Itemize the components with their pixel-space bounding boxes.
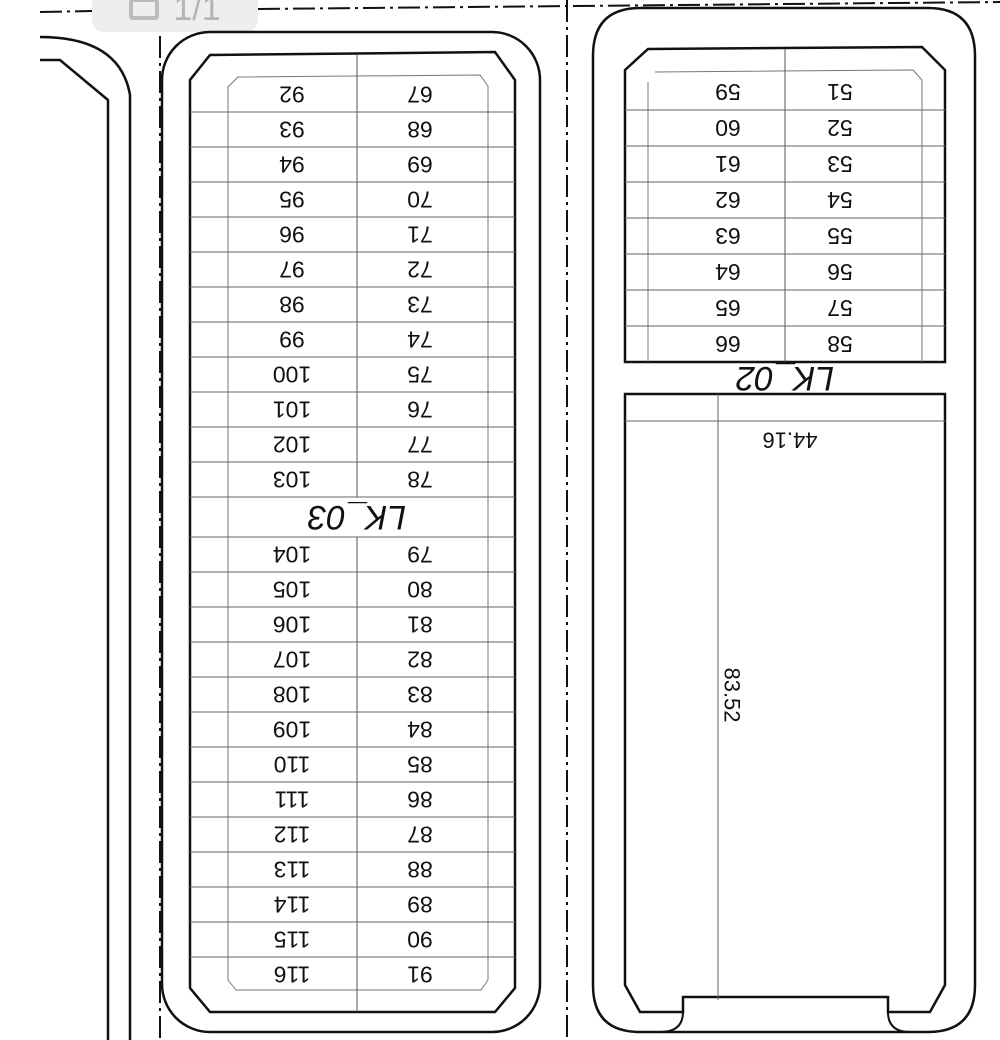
- lot-number: 108: [273, 682, 311, 708]
- block-label-lk03: LK_03: [308, 498, 406, 536]
- lot-number: 84: [407, 717, 433, 743]
- lot-number: 90: [407, 927, 433, 953]
- lot-number: 67: [407, 82, 433, 108]
- lot-number: 56: [827, 259, 853, 285]
- lot-number: 53: [827, 151, 853, 177]
- page-number: 1/1: [173, 0, 221, 28]
- lot-number: 110: [274, 752, 311, 778]
- lot-number: 88: [407, 857, 433, 883]
- road-curb: [39, 35, 132, 1040]
- lot-number: 70: [407, 187, 433, 213]
- lot-number: 55: [827, 223, 853, 249]
- lot-number: 79: [407, 542, 433, 568]
- lot-number: 104: [273, 542, 312, 568]
- lot-number: 66: [715, 331, 741, 357]
- lot-number: 78: [407, 467, 433, 493]
- lot-number: 112: [274, 822, 311, 848]
- lot-number: 113: [274, 857, 311, 883]
- lot-number: 100: [273, 362, 311, 388]
- lot-number: 62: [715, 187, 741, 213]
- lot-number: 109: [273, 717, 311, 743]
- lot-number: 80: [407, 577, 433, 603]
- lot-number: 94: [279, 152, 305, 178]
- lot-number: 63: [715, 223, 741, 249]
- lot-number: 103: [273, 467, 311, 493]
- height-dimension: 83.52: [720, 667, 745, 722]
- lot-number: 115: [274, 927, 311, 953]
- lot-number: 102: [273, 432, 311, 458]
- lot-number: 76: [407, 397, 433, 423]
- block-label-lk02: LK_02: [736, 359, 834, 397]
- boundary-lines: [39, 0, 1000, 1040]
- lot-number: 82: [407, 647, 433, 673]
- lot-number: 106: [273, 612, 311, 638]
- lot-number: 86: [407, 787, 433, 813]
- lot-number: 52: [827, 115, 853, 141]
- lot-number: 71: [407, 222, 433, 248]
- lot-number: 64: [715, 259, 741, 285]
- lot-number: 72: [407, 257, 433, 283]
- lot-number: 81: [407, 612, 433, 638]
- lot-number: 68: [407, 117, 433, 143]
- lot-number: 83: [407, 682, 433, 708]
- open-lot: [623, 392, 947, 1014]
- lot-number: 75: [407, 362, 433, 388]
- lot-number: 73: [407, 292, 433, 318]
- lot-number: 57: [827, 295, 853, 321]
- lot-number: 99: [279, 327, 305, 353]
- lot-number: 92: [279, 82, 305, 108]
- lot-number: 95: [279, 187, 305, 213]
- lot-number: 61: [715, 151, 741, 177]
- lot-number: 65: [715, 295, 741, 321]
- lot-number: 107: [273, 647, 311, 673]
- lot-number: 98: [279, 292, 305, 318]
- lot-number: 114: [273, 892, 310, 918]
- lot-number: 96: [279, 222, 305, 248]
- lot-number: 58: [827, 331, 853, 357]
- lot-number: 60: [715, 115, 741, 141]
- lot-number: 111: [275, 787, 310, 813]
- block-lk03: 92 67 93 68 94 69 95 70 96 71 97 72 98 73 99 74 100 75 101…: [160, 30, 542, 1034]
- lot-number: 77: [407, 432, 433, 458]
- lot-number: 69: [407, 152, 433, 178]
- lot-number: 59: [715, 79, 741, 105]
- lot-number: 54: [827, 187, 853, 213]
- lot-number: 87: [407, 822, 433, 848]
- lot-number: 51: [827, 79, 853, 105]
- lot-number: 116: [274, 962, 311, 988]
- lot-number: 91: [407, 962, 433, 988]
- lot-number: 89: [407, 892, 433, 918]
- lot-number: 101: [273, 397, 311, 423]
- block-lk02-area: 59 51 60 52 61 53 62 54 63 55 64 56 65 57 66 58 LK_02 4…: [591, 6, 977, 1034]
- page-icon: [129, 0, 160, 20]
- lot-number: 105: [273, 577, 311, 603]
- lot-number: 74: [407, 327, 433, 353]
- lot-number: 97: [279, 257, 305, 283]
- page-indicator[interactable]: 1/1: [92, 0, 258, 32]
- lot-number: 85: [407, 752, 433, 778]
- width-dimension: 44.16: [762, 428, 817, 453]
- lot-number: 93: [279, 117, 305, 143]
